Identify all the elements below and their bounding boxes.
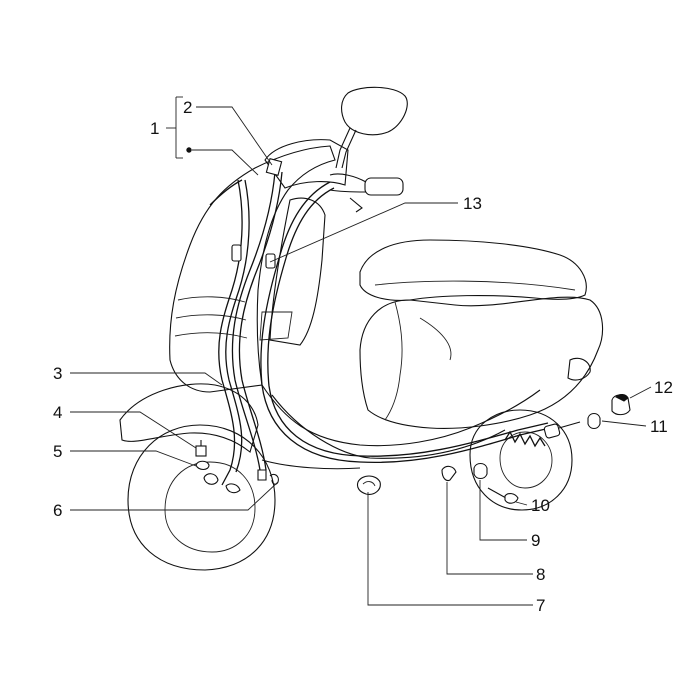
scooter-illustration: [119, 86, 604, 571]
part-clip: [441, 465, 457, 482]
label-part-6: 6: [53, 501, 62, 520]
part-cap: [611, 394, 631, 416]
part-bushing: [587, 412, 601, 430]
rear-body: [359, 296, 604, 429]
parts: [195, 158, 631, 504]
part-washer: [195, 460, 210, 471]
label-part-2: 2: [183, 98, 192, 117]
speedometer-cable: [231, 171, 276, 471]
label-part-4: 4: [53, 403, 62, 422]
label-part-1: 1: [150, 119, 159, 138]
part-nut: [473, 462, 488, 480]
part-grommet: [356, 475, 381, 495]
label-part-7: 7: [536, 596, 545, 615]
label-part-8: 8: [536, 565, 545, 584]
inner-shield: [269, 197, 326, 346]
handlebar-grip: [329, 173, 404, 213]
part-number-labels: 1 2 3 4 5 6 7 8 9 10 11 12 13: [53, 98, 673, 615]
label-part-3: 3: [53, 364, 62, 383]
mirror: [335, 86, 408, 169]
floorboard: [261, 384, 541, 447]
leader-lines: [70, 96, 652, 606]
rear-brake-cable: [260, 181, 551, 464]
brake-cable-spring: [504, 421, 581, 448]
front-brake-cable: [218, 179, 243, 486]
front-shield: [169, 145, 336, 393]
label-part-12: 12: [654, 378, 673, 397]
front-wheel: [127, 424, 276, 571]
label-part-11: 11: [650, 417, 668, 436]
rear-light: [567, 357, 591, 381]
label-part-13: 13: [463, 194, 482, 213]
part-bolt: [195, 440, 207, 457]
front-fender: [119, 383, 259, 453]
part-screw: [487, 487, 519, 504]
seat: [359, 239, 587, 301]
handlebar-cover: [264, 139, 349, 189]
label-part-10: 10: [531, 496, 550, 515]
cables: [209, 171, 551, 486]
rear-wheel: [469, 409, 573, 511]
label-part-9: 9: [531, 531, 540, 550]
label-part-5: 5: [53, 442, 62, 461]
